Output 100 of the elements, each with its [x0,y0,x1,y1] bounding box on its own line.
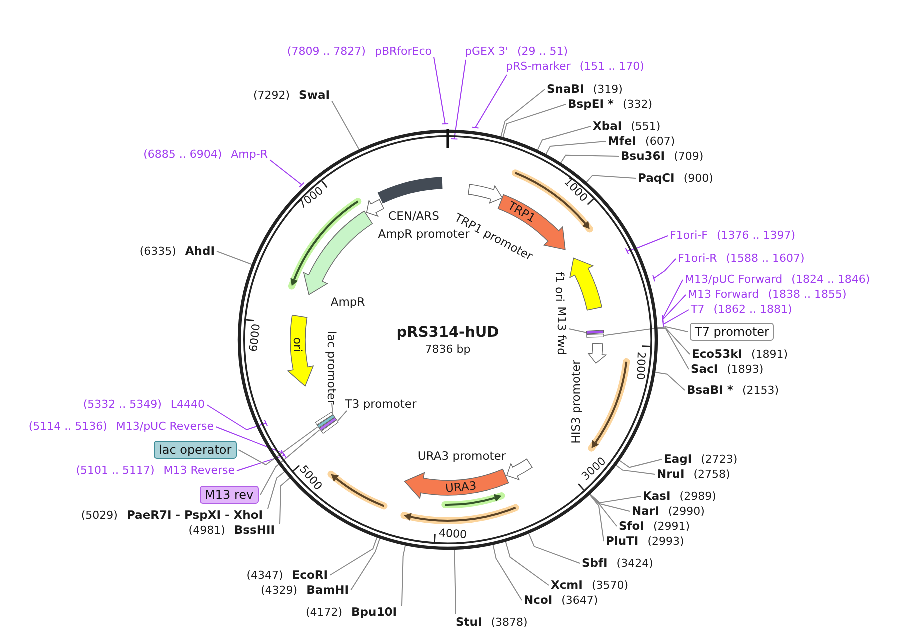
cut-position: (332) [623,98,653,112]
leader-line [206,404,268,431]
leader-line [537,126,592,151]
leader-line [338,410,348,422]
leader-line [657,328,690,370]
enzyme-name: XcmI [551,578,583,592]
leader-line [586,175,636,183]
primer-name: M13/pUC Reverse [116,420,214,434]
cut-position: (319) [593,83,623,97]
leader-line [216,251,252,266]
enzyme-name: BspEI * [568,97,614,111]
cut-position: (2993) [648,535,684,549]
leader-line [590,494,642,504]
leader-line [560,154,620,164]
primer-name: pBRforEco [374,45,432,59]
primer-name: M13/pUC Forward [685,273,783,287]
primer-range: (5101 .. 5117) [76,464,155,478]
leader-line [270,160,305,188]
feature-tag: lac operator [154,441,237,459]
enzyme-name: BssHII [234,523,275,537]
leader-line [454,549,456,614]
leader-line [546,141,606,155]
feature-label: ori [291,338,305,352]
leader-line [402,545,406,606]
cut-position: (6335) [140,245,176,259]
feature-mark [586,330,604,334]
cut-position: (4172) [306,606,343,620]
enzyme-name: StuI [456,615,482,629]
feature-label: T3 promoter [345,397,417,411]
cut-position: (1893) [727,363,764,377]
feature-label: URA3 [444,478,478,496]
enzyme-name: BamHI [306,583,349,597]
enzyme-name: KasI [643,489,671,503]
enzyme-name: SwaI [299,88,330,102]
enzyme-name: SfoI [619,519,644,533]
primer-name: F1ori-R [678,252,718,266]
leader-line [590,494,618,527]
enzyme-name: Bsu36I [621,149,666,163]
cut-position: (1891) [752,348,788,362]
feature-mark [321,420,339,434]
leader-line [619,459,662,468]
primer-range: (1862 .. 1881) [714,303,792,317]
leader-line [589,494,604,542]
primer-range: (29 .. 51) [518,45,568,59]
primer-name: F1ori-F [670,229,708,243]
enzyme-name: Eco53kI [692,347,743,361]
leader-line [450,60,466,140]
plasmid-size: 7836 bp [425,343,471,356]
enzyme-name: EcoRI [292,568,328,582]
enzyme-name: PluTI [606,534,639,548]
feature-tag: T7 promoter [690,323,774,341]
leader-line [568,328,587,334]
leader-line [216,426,286,456]
orf-feature [442,492,506,508]
enzyme-name: PaeR7I - PspXI - XhoI [126,508,263,522]
enzyme-name: NarI [632,504,660,518]
plasmid-name: pRS314-hUD [396,325,500,341]
cut-position: (2153) [742,384,780,398]
cut-position: (2758) [694,468,730,482]
cut-position: (5029) [81,509,118,523]
enzyme-name: AhdI [185,244,215,258]
feature-label: URA3 promoter [418,449,506,463]
ruler-label: 6000 [247,323,263,353]
cut-position: (4329) [261,584,298,598]
leader-line [502,104,566,138]
orf-feature [588,358,630,452]
feature-label: f1 ori [553,272,567,302]
leader-line [505,541,550,586]
enzyme-name: SacI [691,362,718,376]
leader-line [472,74,508,129]
cut-position: (3570) [592,579,629,593]
primer-name: Amp-R [231,148,268,162]
leader-line [434,56,450,125]
enzyme-name: MfeI [608,134,637,148]
feature-label: AmpR [330,295,366,309]
cut-position: (2723) [701,453,738,467]
leader-line [652,258,676,282]
leader-line [616,465,656,475]
feature-label: M13 fwd [555,306,569,356]
cut-position: (2990) [668,505,705,519]
primer-name: M13 Forward [688,288,760,302]
ruler-label: 2000 [634,352,648,380]
primer-range: (7809 .. 7827) [287,45,366,59]
cut-position: (7292) [253,89,290,103]
feature-mark [317,414,336,428]
enzyme-name: EagI [664,452,692,466]
cut-position: (709) [674,150,704,164]
primer-range: (151 .. 170) [580,60,644,74]
enzyme-name: NcoI [524,593,553,607]
cut-position: (2989) [680,490,716,504]
leader-line [260,430,320,496]
primer-name: pGEX 3' [465,45,509,59]
leader-line [492,544,522,601]
cut-position: (3878) [491,616,528,630]
leader-line [280,478,290,524]
primer-range: (1376 .. 1397) [716,229,796,243]
cut-position: (2991) [653,520,690,534]
enzyme-name: BsaBI * [687,383,734,397]
cut-position: (900) [684,172,714,186]
leader-line [268,472,286,510]
